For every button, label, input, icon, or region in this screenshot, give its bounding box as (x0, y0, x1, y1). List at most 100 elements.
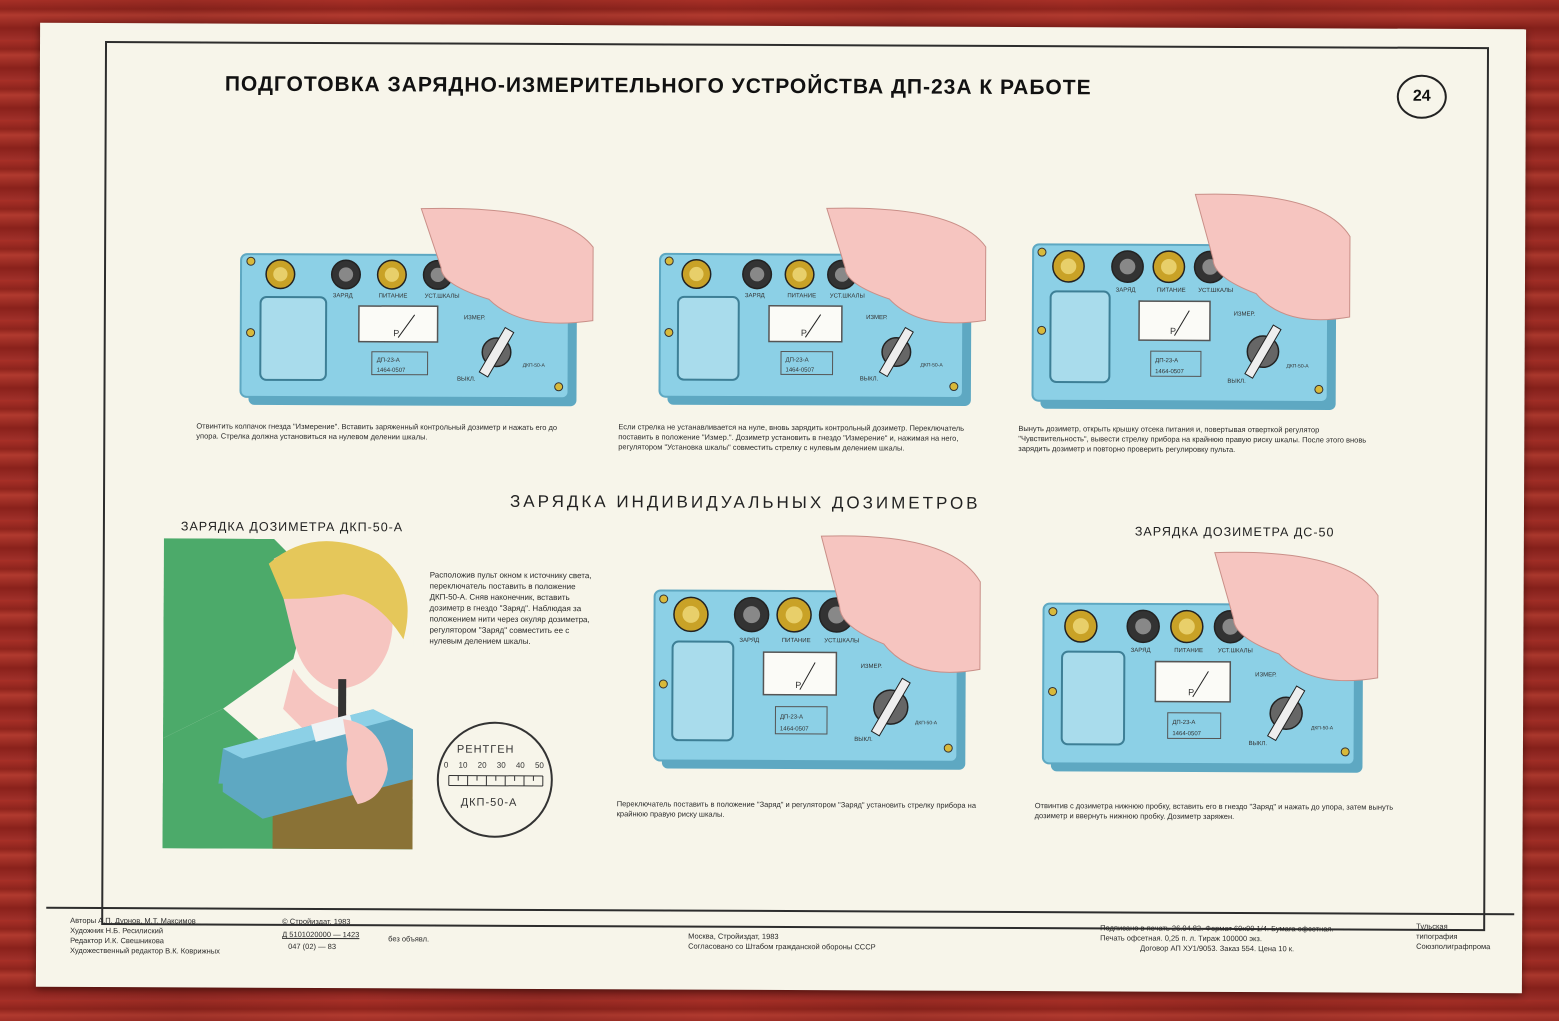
label-ustshkaly: УСТ.ШКАЛЫ (425, 294, 460, 300)
dosimeter-scale-stamp (435, 719, 556, 840)
illustration-dkp-charging (162, 538, 414, 850)
footer-authors-4: Художественный редактор В.К. Коврижных (70, 945, 220, 956)
label-vykl: ВЫКЛ. (1227, 379, 1246, 385)
label-izmer: ИЗМЕР. (1255, 672, 1277, 678)
mode-switch-handle (870, 677, 911, 737)
label-dkp: ДКП-50-А (523, 363, 546, 369)
caption-step-2: Если стрелка не устанавливается на нуле,… (618, 422, 965, 453)
caption-ds-charging: Отвинтив с дозиметра нижнюю пробку, вста… (1034, 801, 1394, 821)
caption-step-1: Отвинтить колпачок гнезда "Измерение". В… (196, 421, 558, 442)
label-ustshkaly: УСТ.ШКАЛЫ (830, 293, 865, 299)
screw (1037, 325, 1047, 335)
footer-copyright: © Стройиздат, 1983 (282, 916, 351, 927)
battery-cover (1049, 290, 1111, 384)
meter-window (1138, 300, 1211, 342)
model-plate (1150, 350, 1202, 377)
socket-knob-cap (1119, 258, 1136, 275)
label-pitanie: ПИТАНИЕ (787, 293, 816, 299)
label-zaryad: ЗАРЯД (1116, 288, 1136, 294)
label-ustshkaly: УСТ.ШКАЛЫ (1198, 288, 1233, 294)
screw (246, 328, 256, 338)
meter-mark: Р (393, 328, 399, 338)
footer-printer-3: Союзполиграфпрома (1416, 941, 1491, 952)
screw (1037, 247, 1047, 257)
page-number: 24 (1396, 74, 1447, 119)
label-izmer: ИЗМЕР. (464, 315, 486, 321)
mode-switch-handle (1266, 685, 1306, 742)
meter-needle (397, 314, 416, 338)
footer-print-2: Печать офсетная. 0,25 п. л. Тираж 100000… (1100, 933, 1262, 944)
screw (246, 256, 256, 266)
footer-authors-2: Художник Н.Б. Ресилиский (70, 925, 164, 936)
scale-tick-label: 30 (496, 760, 506, 770)
footer-publisher-2: Согласовано со Штабом гражданской оборон… (688, 941, 876, 952)
socket-knob-cap (682, 605, 700, 623)
socket-knob-cap (743, 606, 761, 624)
socket-knob-cap (1135, 618, 1152, 635)
hand (826, 207, 987, 324)
serial-label: 1464-0507 (1172, 731, 1201, 737)
label-pitanie: ПИТАНИЕ (782, 638, 811, 644)
socket-knob-cap (1072, 618, 1089, 635)
label-vykl: ВЫКЛ. (457, 377, 476, 383)
screw (949, 382, 959, 392)
label-ustshkaly: УСТ.ШКАЛЫ (824, 638, 859, 644)
caption-step-3: Вынуть дозиметр, открыть крышку отсека п… (1018, 424, 1367, 454)
label-izmer: ИЗМЕР. (861, 664, 883, 670)
socket-knob-cap (689, 266, 704, 282)
hand (1194, 193, 1351, 321)
battery-cover (676, 295, 740, 381)
label-dkp: ДКП-50-А (915, 720, 938, 726)
battery-cover (1060, 650, 1126, 746)
screw (1048, 607, 1058, 617)
label-dkp: ДКП-50-А (921, 362, 944, 368)
label-ustshkaly: УСТ.ШКАЛЫ (1218, 648, 1253, 654)
label-pitanie: ПИТАНИЕ (1174, 648, 1203, 654)
footer-code-3: без объявл. (388, 934, 430, 944)
footer-publisher-1: Москва, Стройиздат, 1983 (688, 931, 779, 941)
label-zaryad: ЗАРЯД (333, 293, 353, 299)
meter-needle (799, 662, 816, 690)
mode-switch-handle (878, 326, 914, 378)
footer-code-1: Д 5101020000 — 1423 (282, 929, 360, 940)
socket-knob-cap (792, 267, 807, 282)
label-zaryad: ЗАРЯД (745, 293, 765, 299)
battery-cover (671, 640, 735, 742)
text-dkp-instructions: Расположив пульт окном к источнику света… (429, 570, 592, 646)
socket-knob-cap (1161, 258, 1177, 275)
section-title-charging: ЗАРЯДКА ИНДИВИДУАЛЬНЫХ ДОЗИМЕТРОВ (509, 491, 981, 513)
label-dkp: ДКП-50-А (1311, 725, 1334, 731)
socket-knob-cap (749, 267, 765, 282)
model-plate (1167, 712, 1222, 740)
meter-window (1154, 660, 1232, 703)
screw (554, 382, 564, 392)
meter-mark: Р (1188, 687, 1194, 697)
label-vykl: ВЫКЛ. (860, 376, 879, 382)
screw (1314, 384, 1324, 394)
footer-printer-2: типография (1416, 931, 1458, 941)
poster-sheet: ПОДГОТОВКА ЗАРЯДНО-ИЗМЕРИТЕЛЬНОГО УСТРОЙ… (35, 22, 1527, 994)
model-plate (371, 351, 429, 376)
label-izmer: ИЗМЕР. (866, 315, 888, 321)
screw (664, 256, 674, 266)
serial-label: 1464-0507 (1155, 369, 1184, 375)
label-zaryad: ЗАРЯД (739, 638, 759, 644)
hand (820, 535, 981, 673)
scale-tick-label: 50 (534, 760, 544, 770)
mode-switch-handle (1244, 324, 1282, 379)
scale-tick-label: 10 (458, 760, 468, 770)
scale-tick-label: 40 (515, 760, 525, 770)
meter-window (358, 305, 439, 343)
label-pitanie: ПИТАНИЕ (379, 293, 408, 299)
model-label: ДП-23-А (377, 358, 400, 364)
footer-print-3: Договор АП ХУ1/9053. Заказ 554. Цена 10 … (1140, 943, 1295, 954)
serial-label: 1464-0507 (785, 368, 814, 374)
meter-needle (804, 314, 822, 338)
socket-knob-cap (273, 267, 288, 282)
meter-mark: Р (795, 680, 801, 690)
model-plate (774, 706, 828, 735)
model-label: ДП-23-А (1155, 358, 1178, 364)
